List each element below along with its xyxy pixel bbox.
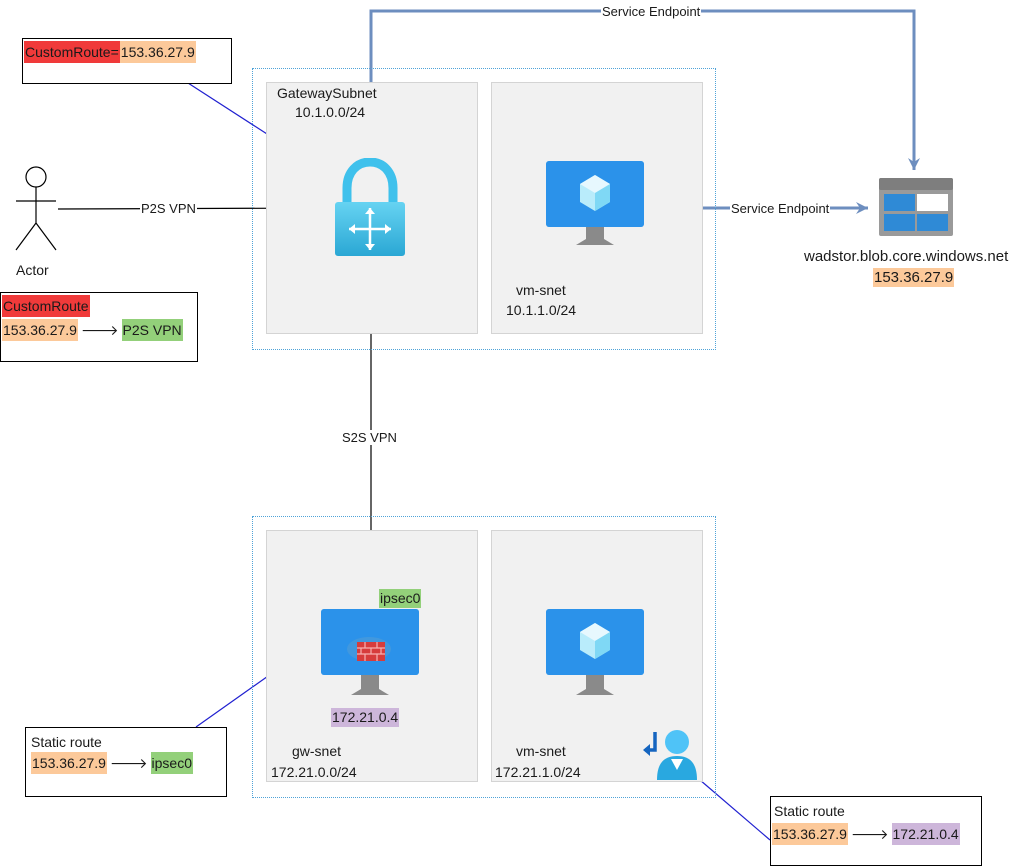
custom-route-key: CustomRoute= — [24, 41, 120, 63]
static-route-left-ip: 153.36.27.9 — [31, 752, 107, 774]
actor-label: Actor — [16, 262, 49, 278]
vpn-gateway-lock-icon[interactable] — [333, 158, 407, 258]
storage-ip: 153.36.27.9 — [873, 268, 955, 287]
static-route-left-title: Static route — [31, 734, 102, 750]
ipsec0-interface-label: ipsec0 — [379, 589, 422, 608]
gw-subnet-name: gw-snet — [292, 743, 342, 759]
top-vm-subnet-cidr: 10.1.1.0/24 — [506, 302, 577, 318]
top-vm-subnet-name: vm-snet — [516, 282, 566, 298]
bottom-virtual-machine-icon[interactable] — [546, 609, 644, 701]
route-arrow-icon: 🡒 — [109, 755, 148, 771]
static-route-right-target: 172.21.0.4 — [891, 823, 960, 845]
static-route-right-ip: 153.36.27.9 — [772, 823, 848, 845]
storage-hostname: wadstor.blob.core.windows.net — [804, 248, 1009, 265]
route-arrow-icon: 🡒 — [80, 322, 119, 338]
route-arrow-icon: 🡒 — [850, 826, 889, 842]
bottom-vm-subnet-name: vm-snet — [516, 743, 566, 759]
firewall-vm-icon[interactable] — [321, 609, 419, 701]
gw-vm-ip-label: 172.21.0.4 — [331, 708, 400, 727]
note-right-connector — [699, 779, 771, 841]
static-route-right-note: Static route 153.36.27.9🡒172.21.0.4 — [770, 796, 982, 866]
s2s-vpn-label: S2S VPN — [341, 430, 398, 445]
custom-route-value: 153.36.27.9 — [119, 41, 196, 63]
top-vnet — [252, 68, 716, 350]
p2s-vpn-label: P2S VPN — [140, 201, 197, 216]
custom-route-note: CustomRoute 153.36.27.9🡒P2S VPN — [0, 292, 198, 362]
storage-account-icon[interactable] — [879, 178, 953, 236]
custom-route-target: P2S VPN — [121, 319, 183, 341]
static-route-left-note: Static route 153.36.27.9🡒ipsec0 — [25, 727, 227, 797]
gw-subnet-cidr: 172.21.0.0/24 — [271, 764, 357, 780]
gateway-subnet-cidr: 10.1.0.0/24 — [295, 104, 366, 120]
top-virtual-machine-icon[interactable] — [546, 161, 644, 251]
service-endpoint-top-label: Service Endpoint — [601, 4, 702, 19]
static-route-right-title: Static route — [774, 803, 845, 819]
user-route-icon[interactable] — [643, 728, 701, 780]
bottom-vm-subnet-cidr: 172.21.1.0/24 — [495, 764, 581, 780]
custom-route-title: CustomRoute — [2, 295, 90, 317]
bottom-vnet — [252, 516, 716, 798]
custom-route-top-note: CustomRoute=153.36.27.9 — [22, 38, 232, 84]
gateway-subnet-name: GatewaySubnet — [277, 85, 377, 101]
actor-stick-figure-icon[interactable] — [14, 166, 58, 252]
static-route-left-target: ipsec0 — [150, 752, 193, 774]
custom-route-ip: 153.36.27.9 — [2, 319, 78, 341]
service-endpoint-side-label: Service Endpoint — [730, 201, 831, 216]
